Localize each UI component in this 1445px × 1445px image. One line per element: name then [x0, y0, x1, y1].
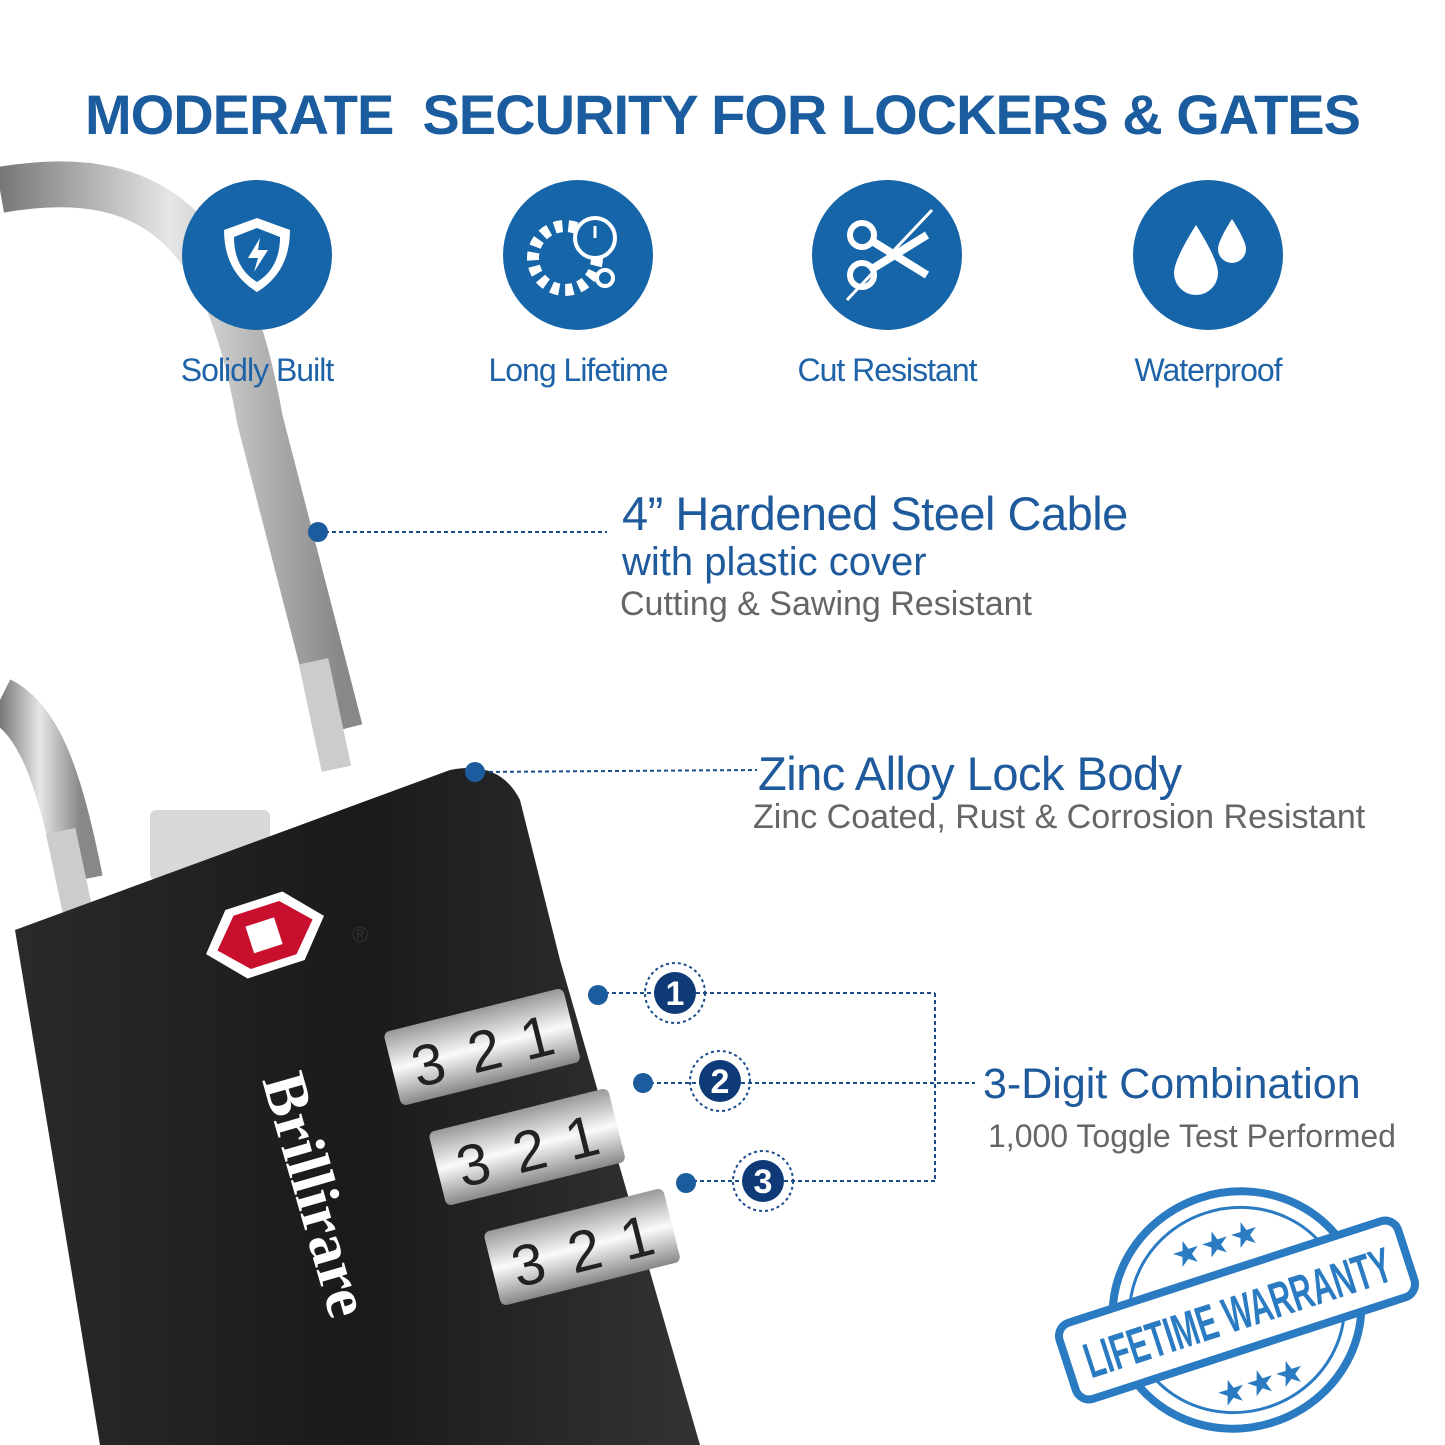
svg-text:2: 2 — [711, 1063, 730, 1101]
cable-detail: Cutting & Sawing Resistant — [620, 585, 1032, 623]
body-detail: Zinc Coated, Rust & Corrosion Resistant — [753, 798, 1366, 836]
feature-long-lifetime: Long Lifetime — [448, 180, 708, 389]
svg-text:1: 1 — [666, 975, 685, 1013]
headline: MODERATE SECURITY FOR LOCKERS & GATES — [85, 83, 1361, 146]
water-drops-icon — [1133, 180, 1283, 330]
feature-label: Long Lifetime — [488, 352, 668, 388]
feature-label: Cut Resistant — [797, 352, 977, 388]
feature-label: Waterproof — [1134, 352, 1282, 388]
svg-text:★★★: ★★★ — [1211, 1351, 1310, 1415]
feature-cut-resistant: Cut Resistant — [757, 180, 1017, 389]
number-markers: 1 2 3 — [644, 962, 794, 1212]
registered-mark: ® — [352, 922, 368, 947]
feature-waterproof: Waterproof — [1078, 180, 1338, 389]
combination-detail: 1,000 Toggle Test Performed — [988, 1118, 1396, 1154]
lifetime-warranty-stamp: LIFETIME WARRANTY ★★★ ★★★ — [1054, 1187, 1420, 1433]
body-title: Zinc Alloy Lock Body — [758, 747, 1182, 800]
feature-label: Solidly Built — [180, 352, 334, 388]
shield-bolt-icon — [182, 180, 332, 330]
combination-title: 3-Digit Combination — [983, 1060, 1361, 1108]
scissors-icon — [812, 180, 962, 330]
feature-solidly-built: Solidly Built — [127, 180, 387, 389]
cable-title: 4” Hardened Steel Cable — [622, 487, 1128, 540]
tsa-logo-icon — [206, 891, 324, 979]
callout-dots — [308, 522, 696, 1193]
gears-stopwatch-icon — [503, 180, 653, 330]
cable-subtitle: with plastic cover — [622, 540, 927, 584]
svg-text:3: 3 — [754, 1163, 773, 1201]
